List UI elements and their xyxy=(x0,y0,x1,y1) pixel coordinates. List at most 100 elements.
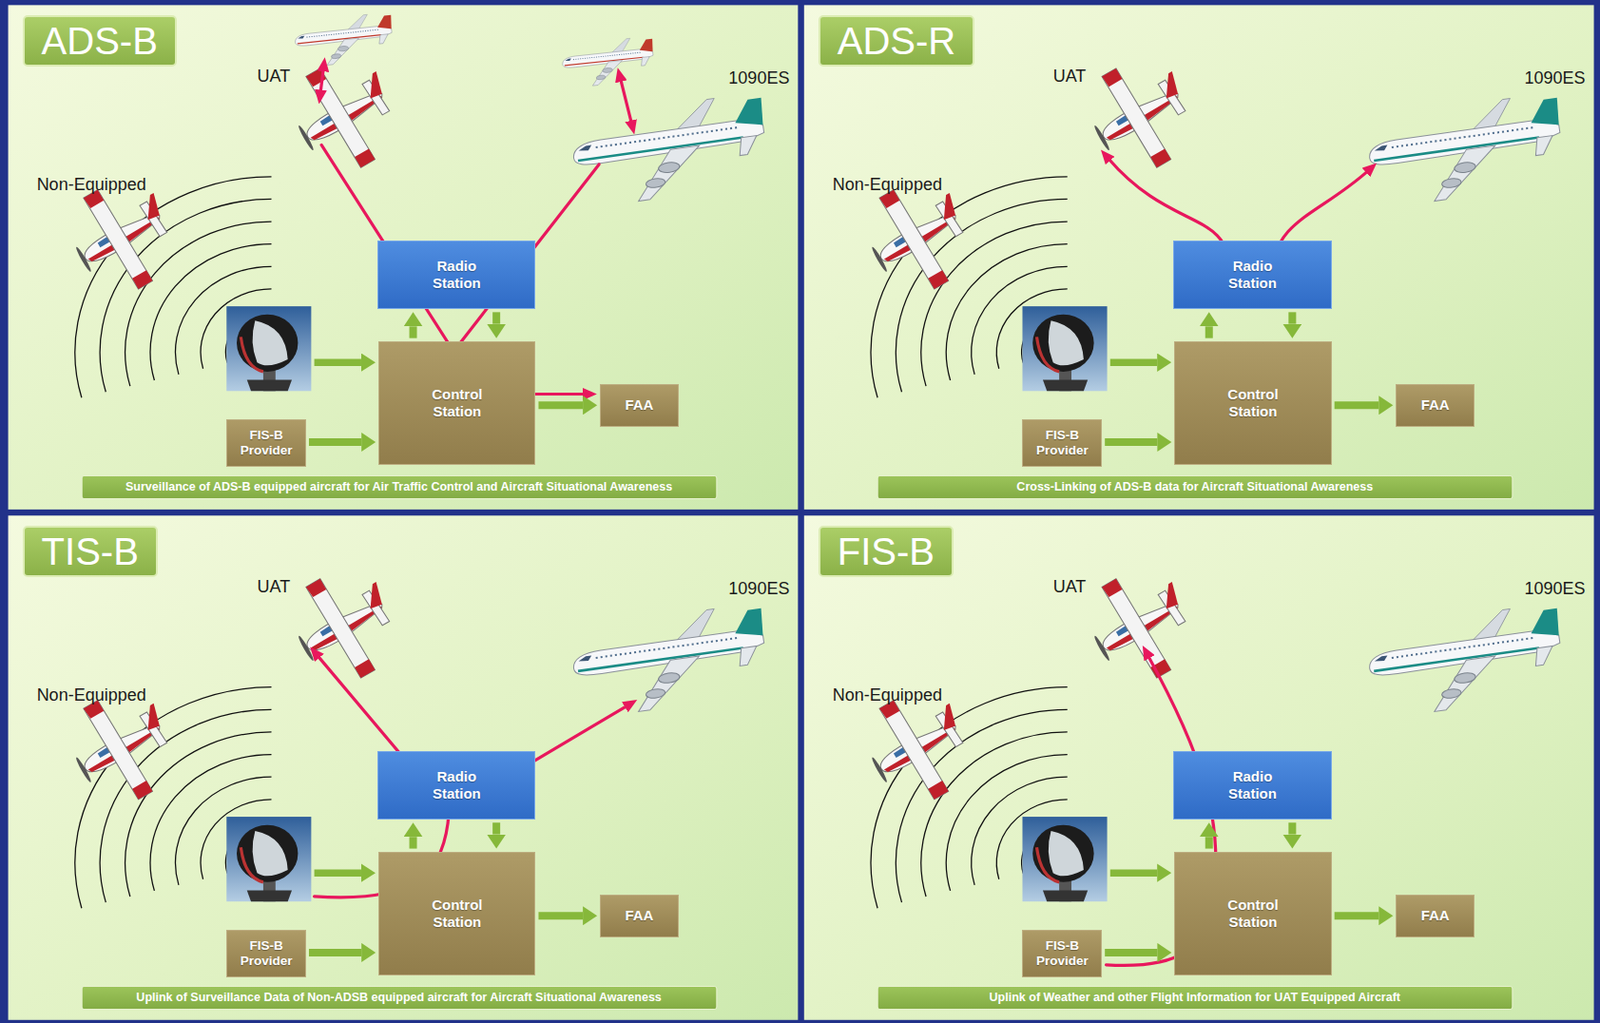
aircraft-label: Non-Equipped xyxy=(832,685,943,705)
aircraft-label: 1090ES xyxy=(728,578,790,598)
radio-station-box: Radio Station xyxy=(1173,751,1331,820)
flow-arrow xyxy=(1104,438,1157,446)
flow-arrow xyxy=(492,822,501,834)
panel-title: FIS-B xyxy=(837,528,935,575)
radio-station-box: Radio Station xyxy=(377,751,536,820)
box-label: Radio Station xyxy=(422,257,491,292)
aircraft-label: 1090ES xyxy=(1524,68,1586,88)
radio-station-box: Radio Station xyxy=(377,240,536,309)
box-label: FIS-B Provider xyxy=(1031,938,1093,969)
label-holder: 1090ES xyxy=(728,578,790,598)
flow-arrow xyxy=(1104,948,1157,957)
flow-arrow xyxy=(538,401,583,409)
title-box: ADS-B xyxy=(22,15,177,67)
flow-arrow xyxy=(1288,311,1296,324)
box-label: FAA xyxy=(1421,396,1450,414)
label-holder: Non-Equipped xyxy=(832,685,943,705)
title-box: ADS-R xyxy=(818,15,975,67)
provider-box: FIS-B Provider xyxy=(1021,929,1102,977)
faa-box: FAA xyxy=(1395,384,1475,427)
label-holder: 1090ES xyxy=(1524,68,1586,88)
panel-title: ADS-B xyxy=(41,18,158,64)
flow-arrow xyxy=(1334,401,1380,409)
provider-box: FIS-B Provider xyxy=(226,929,307,977)
data-link xyxy=(620,78,633,124)
flow-arrow xyxy=(409,836,418,849)
panel: ADS-R Cross-Linking of ADS-B data for Air… xyxy=(804,4,1595,509)
aircraft-label: 1090ES xyxy=(728,68,790,88)
box-label: Radio Station xyxy=(1218,768,1288,803)
flow-arrow xyxy=(538,911,583,920)
flow-arrow xyxy=(308,438,362,446)
panel: FIS-B Uplink of Weather and other Flight … xyxy=(804,515,1595,1020)
title-box: FIS-B xyxy=(818,525,954,578)
flow-arrow xyxy=(1205,836,1214,849)
aircraft-label: UAT xyxy=(1053,66,1087,86)
label-holder: Non-Equipped xyxy=(37,685,147,705)
label-holder: Non-Equipped xyxy=(832,174,943,194)
box-label: Radio Station xyxy=(1218,257,1288,292)
caption-bar: Uplink of Surveillance Data of Non-ADSB … xyxy=(80,985,717,1010)
caption-bar: Uplink of Weather and other Flight Infor… xyxy=(876,985,1513,1010)
label-holder: 1090ES xyxy=(1524,578,1586,598)
panel: ADS-B Surveillance of ADS-B equipped airc… xyxy=(8,4,799,509)
label-holder: Non-Equipped xyxy=(37,174,147,194)
control-station-box: Control Station xyxy=(378,851,536,976)
faa-box: FAA xyxy=(1395,894,1475,938)
panel-caption: Uplink of Surveillance Data of Non-ADSB … xyxy=(91,986,707,1009)
control-station-box: Control Station xyxy=(378,341,536,465)
aircraft-label: UAT xyxy=(1053,577,1087,597)
box-label: Radio Station xyxy=(422,768,491,803)
box-label: Control Station xyxy=(423,896,492,931)
panel: TIS-B Uplink of Surveillance Data of Non-… xyxy=(8,515,799,1020)
box-label: Control Station xyxy=(423,385,492,421)
radio-station-box: Radio Station xyxy=(1173,240,1331,309)
control-station-box: Control Station xyxy=(1174,851,1331,976)
flow-arrow xyxy=(492,311,501,324)
control-station-box: Control Station xyxy=(1174,341,1331,465)
provider-box: FIS-B Provider xyxy=(1021,419,1102,466)
label-holder: UAT xyxy=(1053,577,1087,597)
flow-arrow xyxy=(308,948,362,957)
faa-box: FAA xyxy=(599,384,679,427)
aircraft-label: Non-Equipped xyxy=(37,685,147,705)
caption-bar: Surveillance of ADS-B equipped aircraft … xyxy=(80,475,717,500)
flow-arrow xyxy=(409,326,418,338)
box-label: FAA xyxy=(624,396,654,414)
box-label: FIS-B Provider xyxy=(235,938,297,969)
panel-caption: Surveillance of ADS-B equipped aircraft … xyxy=(91,476,707,499)
panel-caption: Uplink of Weather and other Flight Infor… xyxy=(886,986,1503,1009)
box-label: Control Station xyxy=(1218,896,1288,931)
label-holder: UAT xyxy=(256,66,290,86)
aircraft-label: Non-Equipped xyxy=(37,174,147,194)
panel-title: ADS-R xyxy=(837,18,956,64)
label-holder: UAT xyxy=(256,577,290,597)
provider-box: FIS-B Provider xyxy=(226,419,307,466)
caption-bar: Cross-Linking of ADS-B data for Aircraft… xyxy=(876,475,1513,500)
panel-ground xyxy=(8,4,799,509)
panel-ground xyxy=(8,515,799,1020)
box-label: FIS-B Provider xyxy=(1031,427,1093,459)
panel-title: TIS-B xyxy=(41,528,139,575)
box-label: FAA xyxy=(1421,906,1450,925)
box-label: Control Station xyxy=(1218,385,1288,421)
aircraft-label: 1090ES xyxy=(1524,578,1586,598)
aircraft-label: Non-Equipped xyxy=(832,174,943,194)
flow-arrow xyxy=(1334,911,1380,920)
label-holder: UAT xyxy=(1053,66,1087,86)
faa-box: FAA xyxy=(599,894,679,938)
label-holder: 1090ES xyxy=(728,68,790,88)
box-label: FIS-B Provider xyxy=(235,427,297,459)
panel-ground xyxy=(804,515,1595,1020)
flow-arrow xyxy=(1205,326,1214,338)
box-label: FAA xyxy=(624,906,654,925)
aircraft-label: UAT xyxy=(256,66,290,86)
flow-arrow xyxy=(1288,822,1296,834)
aircraft-label: UAT xyxy=(256,577,290,597)
panel-ground xyxy=(804,4,1595,509)
title-box: TIS-B xyxy=(22,525,158,578)
panel-caption: Cross-Linking of ADS-B data for Aircraft… xyxy=(886,476,1503,499)
ads-b-art xyxy=(55,12,773,399)
